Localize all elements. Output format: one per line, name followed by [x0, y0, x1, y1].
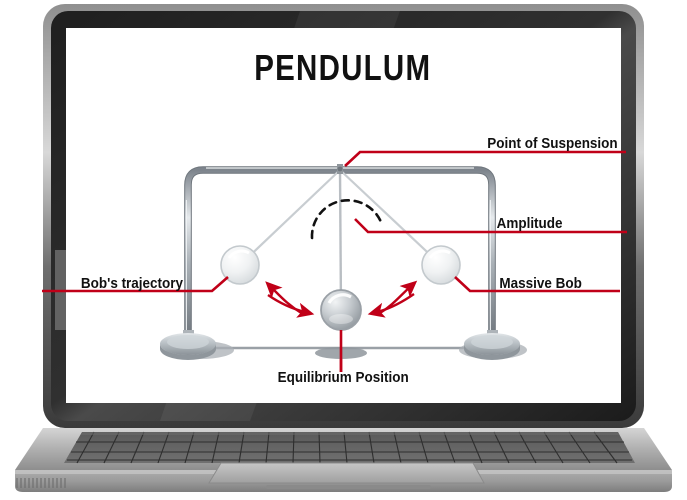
- label-equilibrium-position: Equilibrium Position: [278, 369, 409, 386]
- screen-surface: [66, 28, 621, 403]
- right-stand-base: [464, 330, 520, 360]
- keyboard-plate[interactable]: [64, 432, 635, 463]
- speaker-vents: [16, 478, 66, 488]
- right-ghost-bob: [421, 245, 461, 285]
- equilibrium-string: [338, 169, 343, 311]
- right-base-rim: [464, 344, 520, 360]
- keyboard[interactable]: [64, 431, 635, 464]
- trackpad-button-bar[interactable]: [266, 485, 431, 489]
- page-title: PENDULUM: [254, 47, 431, 87]
- arrow-right-inward: [367, 293, 415, 318]
- leader-massive-bob: [454, 276, 620, 293]
- left-stand-base: [160, 330, 216, 360]
- trackpad[interactable]: [208, 462, 485, 484]
- left-bob-highlight: [227, 249, 250, 259]
- callout-leaders: [42, 150, 627, 372]
- keyboard-top-edge: [81, 432, 619, 435]
- center-bob-lower-gloss: [329, 314, 353, 324]
- arrow-left-inward: [267, 294, 315, 318]
- leader-amplitude: [354, 218, 627, 234]
- pendulum-strings: [239, 169, 442, 311]
- leader-point-of-suspension: [344, 150, 626, 167]
- right-bob-highlight: [428, 249, 451, 259]
- laptop-base: [15, 428, 672, 492]
- right-base-top-highlight: [471, 335, 513, 349]
- left-ghost-bob: [220, 245, 260, 285]
- label-point-of-suspension: Point of Suspension: [487, 135, 617, 152]
- leader-bobs-trajectory: [42, 276, 229, 293]
- amplitude-arc: [310, 199, 383, 240]
- label-massive-bob: Massive Bob: [499, 275, 581, 292]
- keyboard-key-grid: [67, 431, 632, 464]
- left-base-top-highlight: [167, 335, 209, 349]
- suspension-pivot: [337, 164, 343, 174]
- label-bobs-trajectory: Bob's trajectory: [81, 275, 183, 292]
- pivot-dot: [337, 166, 343, 172]
- center-bob: [320, 289, 362, 331]
- label-amplitude: Amplitude: [497, 215, 563, 232]
- motion-arrows: [265, 280, 418, 318]
- right-string: [339, 169, 442, 266]
- left-string: [239, 169, 341, 266]
- center-bob-highlight: [327, 293, 352, 304]
- left-base-rim: [160, 344, 216, 360]
- slide-content: PENDULUM: [42, 47, 627, 385]
